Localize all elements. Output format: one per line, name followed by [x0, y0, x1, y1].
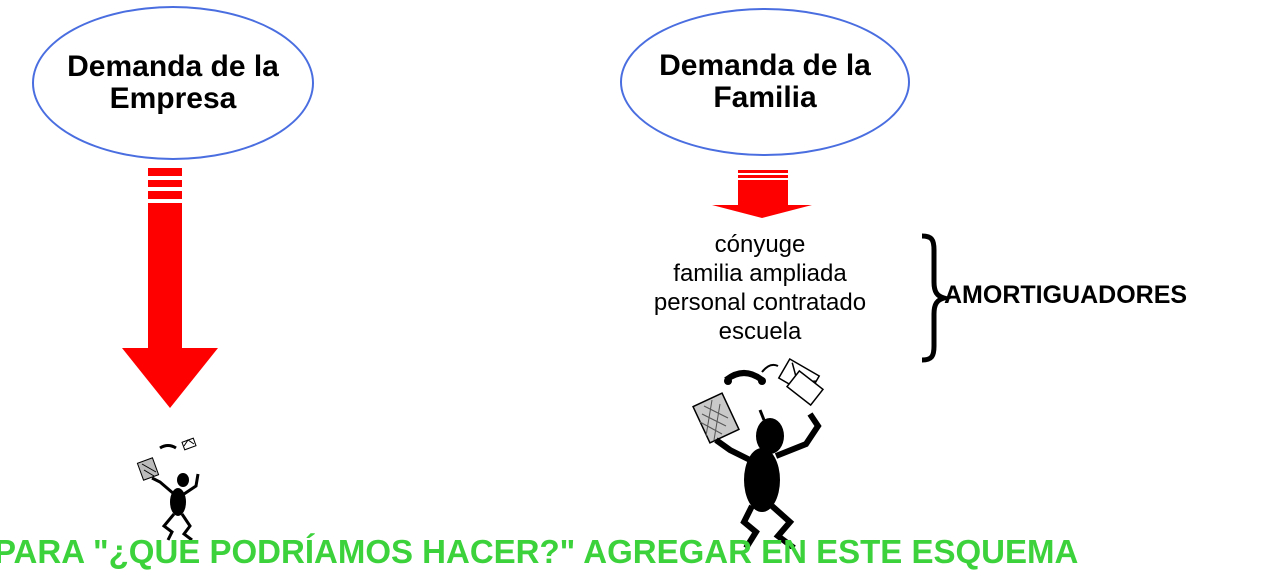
buffer-item: personal contratado — [653, 289, 867, 316]
diagram-graphics — [122, 168, 954, 549]
juggler-figure-large — [692, 357, 825, 549]
family-demand-line1: Demanda de la — [659, 49, 871, 82]
large-red-arrow — [122, 168, 218, 408]
buffer-list: cónyuge familia ampliada personal contra… — [610, 230, 910, 346]
family-demand-line2: Familia — [713, 81, 817, 114]
company-demand-line2: Empresa — [109, 82, 237, 115]
buffer-item: escuela — [718, 318, 802, 345]
buffer-item: cónyuge — [714, 231, 806, 258]
buffer-item: familia ampliada — [673, 260, 847, 287]
family-demand-bubble: Demanda de la Familia — [620, 8, 910, 156]
company-demand-line1: Demanda de la — [67, 50, 279, 83]
juggler-figure-small — [136, 437, 200, 542]
small-red-arrow — [712, 170, 812, 218]
company-demand-bubble: Demanda de la Empresa — [32, 6, 314, 160]
buffers-label: AMORTIGUADORES — [944, 281, 1188, 309]
bottom-instruction-text: PARA "¿QUE PODRÍAMOS HACER?" AGREGAR EN … — [0, 533, 1079, 570]
curly-brace — [921, 233, 954, 363]
